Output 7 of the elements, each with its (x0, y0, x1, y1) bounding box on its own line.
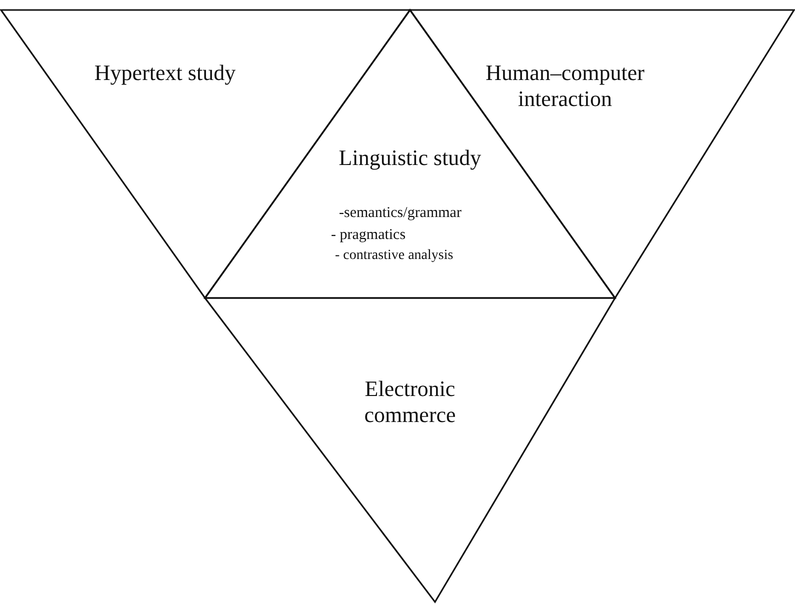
segment-label: Linguistic study (338, 145, 482, 172)
list-item: - contrastive analysis (335, 248, 454, 265)
segment-label: Human–computer interaction (484, 60, 646, 113)
list-item: - pragmatics (331, 226, 407, 244)
list-item: -semantics/grammar (339, 204, 462, 222)
segment-label: Electronic commerce (363, 376, 457, 429)
segment-label: Hypertext study (93, 60, 237, 86)
